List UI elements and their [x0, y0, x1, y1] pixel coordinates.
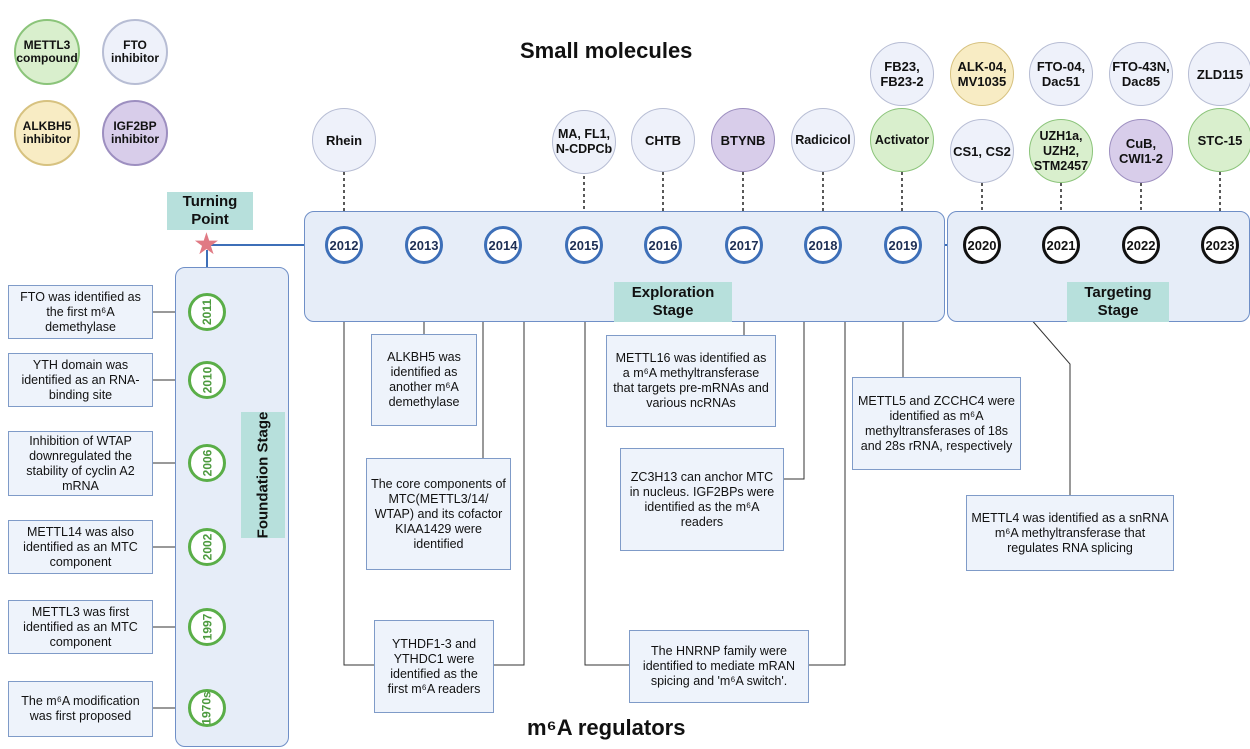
molecule-rhein: Rhein	[312, 108, 376, 172]
year-2019: 2019	[884, 226, 922, 264]
small-molecules-title: Small molecules	[520, 38, 693, 63]
note-yth-domain: YTH domain was identified as an RNA-bind…	[8, 353, 153, 407]
molecule-cs1: CS1, CS2	[950, 119, 1014, 183]
note-mettl4: METTL4 was identified as a snRNA m⁶A met…	[966, 495, 1174, 571]
year-2017: 2017	[725, 226, 763, 264]
year-2011: 2011	[188, 293, 226, 331]
turning-point-label: Turning Point	[167, 192, 253, 230]
foundation-stage-label: Foundation Stage	[241, 412, 285, 538]
molecule-alk04: ALK-04, MV1035	[950, 42, 1014, 106]
note-hnrnp: The HNRNP family were identified to medi…	[629, 630, 809, 703]
note-mettl5: METTL5 and ZCCHC4 were identified as m⁶A…	[852, 377, 1021, 470]
year-2006: 2006	[188, 444, 226, 482]
legend-fto-inhibitor: FTO inhibitor	[102, 19, 168, 85]
note-mettl3: METTL3 was first identified as an MTC co…	[8, 600, 153, 654]
molecule-cub: CuB, CWI1-2	[1109, 119, 1173, 183]
year-2020: 2020	[963, 226, 1001, 264]
year-1970s: 1970s	[188, 689, 226, 727]
legend-mettl3-compound: METTL3 compound	[14, 19, 80, 85]
year-2022: 2022	[1122, 226, 1160, 264]
molecule-fto04: FTO-04, Dac51	[1029, 42, 1093, 106]
regulators-title: m⁶A regulators	[527, 715, 686, 740]
note-zc3h13: ZC3H13 can anchor MTC in nucleus. IGF2BP…	[620, 448, 784, 551]
molecule-uzh: UZH1a, UZH2, STM2457	[1029, 119, 1093, 183]
note-ythdf: YTHDF1-3 and YTHDC1 were identified as t…	[374, 620, 494, 713]
targeting-stage-label: Targeting Stage	[1067, 282, 1169, 322]
molecule-ma: MA, FL1, N-CDPCb	[552, 110, 616, 174]
year-2018: 2018	[804, 226, 842, 264]
molecule-activator: Activator	[870, 108, 934, 172]
molecule-btynb: BTYNB	[711, 108, 775, 172]
star-icon: ★	[193, 228, 220, 261]
note-m6a-proposed: The m⁶A modification was first proposed	[8, 681, 153, 737]
year-2010: 2010	[188, 361, 226, 399]
legend-igf2bp-inhibitor: IGF2BP inhibitor	[102, 100, 168, 166]
legend-alkbh5-inhibitor: ALKBH5 inhibitor	[14, 100, 80, 166]
foundation-stage-text: Foundation Stage	[254, 411, 272, 539]
year-2023: 2023	[1201, 226, 1239, 264]
molecule-chtb: CHTB	[631, 108, 695, 172]
year-2013: 2013	[405, 226, 443, 264]
year-2016: 2016	[644, 226, 682, 264]
exploration-stage-label: Exploration Stage	[614, 282, 732, 322]
molecule-zld115: ZLD115	[1188, 42, 1250, 106]
molecule-radicicol: Radicicol	[791, 108, 855, 172]
year-2015: 2015	[565, 226, 603, 264]
note-fto-demethylase: FTO was identified as the first m⁶A deme…	[8, 285, 153, 339]
note-mettl14: METTL14 was also identified as an MTC co…	[8, 520, 153, 574]
note-mettl16: METTL16 was identified as a m⁶A methyltr…	[606, 335, 776, 427]
note-alkbh5: ALKBH5 was identified as another m⁶A dem…	[371, 334, 477, 426]
note-wtap: Inhibition of WTAP downregulated the sta…	[8, 431, 153, 496]
year-2002: 2002	[188, 528, 226, 566]
molecule-fb23: FB23, FB23-2	[870, 42, 934, 106]
year-1997: 1997	[188, 608, 226, 646]
molecule-fto43: FTO-43N, Dac85	[1109, 42, 1173, 106]
molecule-stc15: STC-15	[1188, 108, 1250, 172]
year-2014: 2014	[484, 226, 522, 264]
note-core-components: The core components of MTC(METTL3/14/ WT…	[366, 458, 511, 570]
year-2021: 2021	[1042, 226, 1080, 264]
year-2012: 2012	[325, 226, 363, 264]
